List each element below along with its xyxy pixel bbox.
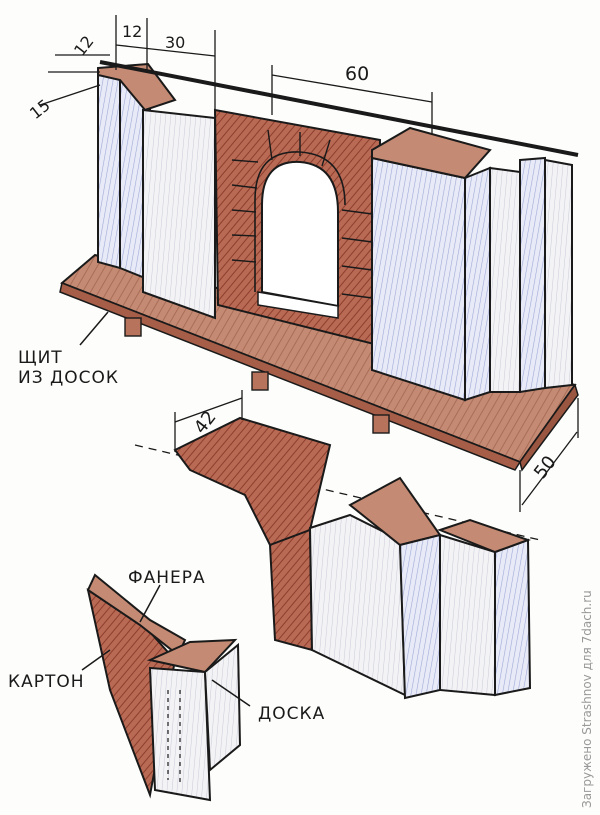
corner-detail	[86, 573, 242, 802]
left-column-panels	[97, 62, 216, 320]
leader-lines	[79, 311, 251, 707]
label-board-shield: ЩИТ ИЗ ДОСОК	[18, 348, 120, 388]
label-cardboard: КАРТОН	[8, 672, 85, 692]
label-plank: ДОСКА	[258, 704, 326, 724]
brick-arch-portal	[213, 108, 382, 347]
top-shelf-line	[99, 60, 579, 157]
dim-12-mid: 12	[122, 22, 143, 41]
watermark-text: Загружено Strashnov для 7dach.ru	[580, 590, 594, 808]
exploded-frame	[134, 390, 541, 700]
label-plywood: ФАНЕРА	[128, 568, 206, 588]
dim-60: 60	[345, 63, 370, 85]
dimension-lines-top	[39, 15, 579, 512]
dim-30: 30	[165, 33, 186, 52]
right-column-panels	[371, 126, 573, 402]
